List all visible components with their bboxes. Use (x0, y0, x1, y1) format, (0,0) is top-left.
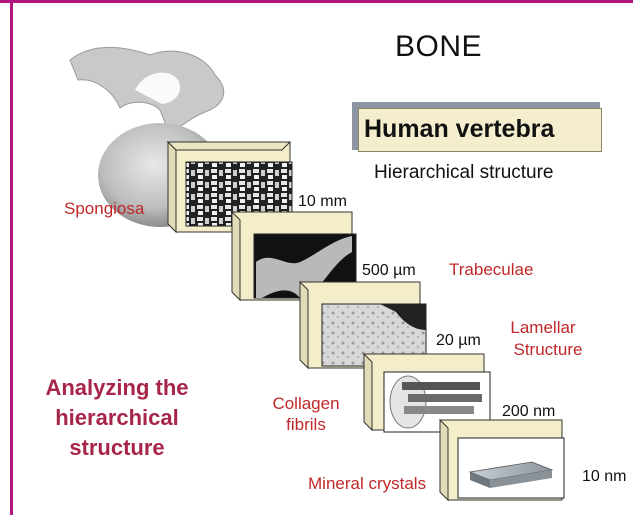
level-lamellar-label-2: Structure (506, 340, 590, 360)
level-collagen-label-2: fibrils (262, 415, 350, 435)
page-title: BONE (395, 30, 482, 64)
level-trabeculae-label: Trabeculae (449, 260, 533, 280)
analyzing-line-2: hierarchical (22, 403, 212, 433)
level-mineral-label: Mineral crystals (308, 474, 426, 494)
analyzing-line-3: structure (22, 433, 212, 463)
analyzing-line-1: Analyzing the (22, 373, 212, 403)
level-lamellar-scale: 20 µm (436, 332, 481, 350)
level-trabeculae-scale: 500 µm (362, 262, 416, 280)
level-spongiosa-label: Spongiosa (64, 199, 144, 219)
badge-subtitle: Hierarchical structure (374, 162, 554, 184)
level-spongiosa-scale: 10 mm (298, 193, 347, 211)
badge-title: Human vertebra (364, 115, 554, 144)
analyzing-caption: Analyzing the hierarchical structure (22, 373, 212, 463)
level-mineral-scale: 10 nm (582, 468, 626, 486)
level-collagen-scale: 200 nm (502, 403, 555, 421)
level-mineral-panel (440, 420, 564, 500)
level-collagen-label-1: Collagen (262, 394, 350, 414)
level-lamellar-label-1: Lamellar (508, 318, 578, 338)
